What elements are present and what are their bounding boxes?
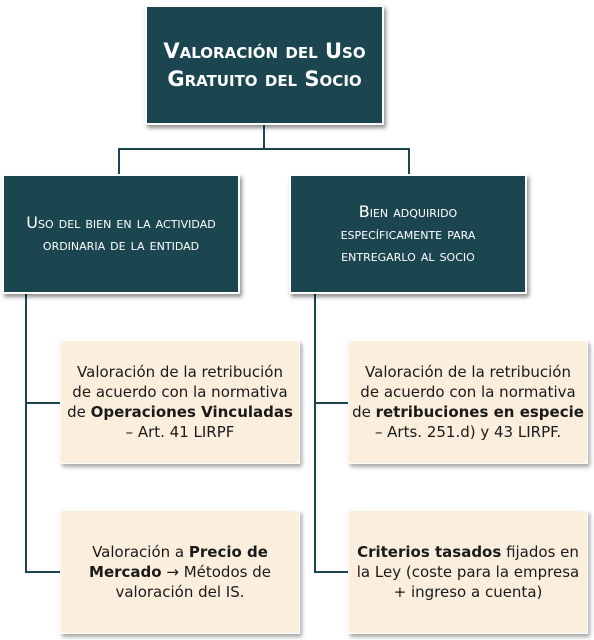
root-title-line2: Gratuito del Socio (167, 67, 362, 91)
root-box: Valoración del Uso Gratuito del Socio (145, 5, 384, 125)
connector-right-to-box2 (314, 571, 350, 573)
left-branch-line2: ordinaria de la entidad (42, 235, 200, 254)
connector-right-vertical (314, 293, 316, 572)
connector-left-vertical (25, 293, 27, 572)
right-box2-line2: la Ley (coste para la empresa (356, 563, 580, 581)
left-box1-line1: Valoración de la retribución (77, 363, 283, 381)
right-box1-line2: de acuerdo con la normativa (360, 383, 576, 401)
right-box2-line1: Criterios tasados fijados en (357, 542, 579, 562)
connector-left-to-box1 (25, 402, 61, 404)
left-box2-line2: Mercado → Métodos de (89, 562, 271, 582)
left-box2-line3: valoración del IS. (115, 583, 245, 601)
connector-right-to-box1 (314, 402, 350, 404)
left-box1-line3-bold: Operaciones Vinculadas (90, 403, 293, 421)
left-detail-box-1: Valoración de la retribución de acuerdo … (60, 340, 300, 464)
left-box1-line3-prefix: de (67, 403, 91, 421)
right-box2-line1-bold: Criterios tasados (357, 543, 502, 561)
left-box2-line2-bold: Mercado (89, 563, 162, 581)
right-detail-box-2: Criterios tasados fijados en la Ley (cos… (348, 510, 588, 634)
connector-left-to-box2 (25, 571, 61, 573)
right-box1-line1: Valoración de la retribución (365, 363, 571, 381)
left-branch-box: Uso del bien en la actividad ordinaria d… (2, 174, 240, 294)
right-branch-line2: específicamente para (340, 224, 476, 243)
right-box1-line3-bold: retribuciones en especie (375, 403, 584, 421)
left-box2-line1-bold: Precio de (188, 543, 268, 561)
left-box2-line2-suffix: → Métodos de (161, 563, 271, 581)
right-box1-line3-prefix: de (352, 403, 376, 421)
right-detail-box-1: Valoración de la retribución de acuerdo … (348, 340, 588, 464)
right-branch-line3: entregarlo al socio (341, 246, 475, 265)
connector-left-down (118, 148, 120, 175)
root-title-line1: Valoración del Uso (163, 39, 366, 63)
right-box1-line3: de retribuciones en especie (352, 402, 584, 422)
connector-horizontal (118, 148, 410, 150)
left-box1-line2: de acuerdo con la normativa (72, 383, 288, 401)
right-branch-line1: Bien adquirido (358, 202, 458, 221)
connector-right-down (408, 148, 410, 175)
left-box1-line3: de Operaciones Vinculadas (67, 402, 293, 422)
right-box2-line3: + ingreso a cuenta) (393, 583, 543, 601)
left-detail-box-2: Valoración a Precio de Mercado → Métodos… (60, 510, 300, 634)
left-box2-line1: Valoración a Precio de (89, 542, 271, 562)
left-box2-line1-prefix: Valoración a (92, 543, 189, 561)
left-branch-line1: Uso del bien en la actividad (26, 213, 216, 232)
left-box1-line4: – Art. 41 LIRPF (125, 423, 235, 441)
right-box1-line4: – Arts. 251.d) y 43 LIRPF. (374, 423, 562, 441)
right-box2-line1-suffix: fijados en (501, 543, 579, 561)
connector-root-down (263, 124, 265, 149)
right-branch-box: Bien adquirido específicamente para entr… (289, 174, 527, 294)
